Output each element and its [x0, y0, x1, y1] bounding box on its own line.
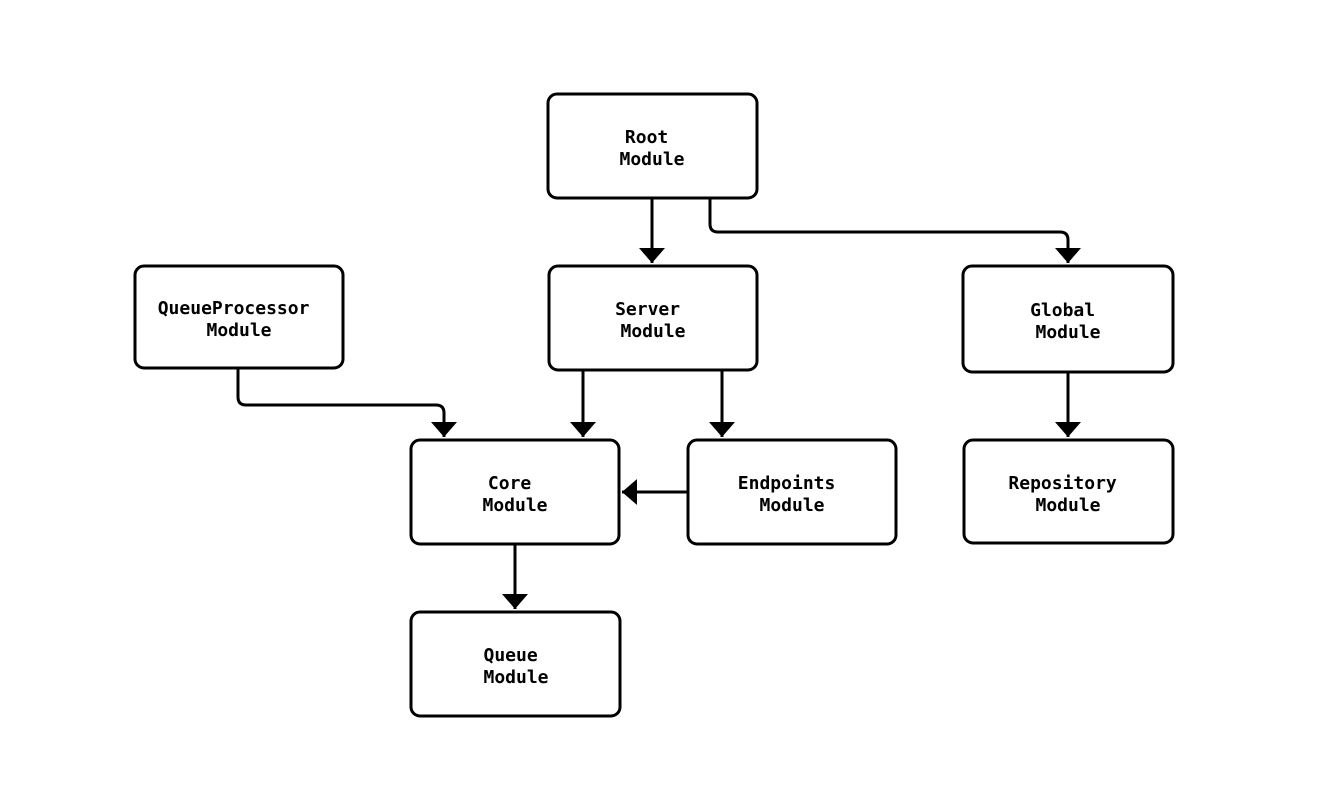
node-root-box [546, 92, 759, 200]
node-global-module: Global Module [961, 264, 1175, 374]
node-core-label: Core Module [482, 473, 547, 516]
node-server-module: Server Module [547, 264, 759, 372]
node-endpoints-label: Endpoints Module [738, 473, 846, 516]
node-core-module: Core Module [409, 438, 621, 546]
node-repository-label: Repository Module [1008, 473, 1127, 516]
node-core-box [409, 438, 621, 546]
node-global-label: Global Module [1030, 300, 1106, 343]
node-queue-module: Queue Module [409, 610, 622, 718]
node-root-module: Root Module [546, 92, 759, 200]
node-queueprocessor-box [133, 264, 345, 370]
edge-root-to-global [708, 198, 1081, 263]
node-server-box [547, 264, 759, 372]
node-repository-module: Repository Module [962, 438, 1175, 545]
edge-queueprocessor-to-core [236, 368, 457, 437]
node-repository-box [962, 438, 1175, 545]
node-root-label: Root Module [619, 127, 684, 170]
node-queueprocessor-label: QueueProcessor Module [158, 298, 321, 341]
node-queue-box [409, 610, 622, 718]
node-global-box [961, 264, 1175, 374]
node-server-label: Server Module [615, 299, 691, 342]
node-queueprocessor-module: QueueProcessor Module [133, 264, 345, 370]
node-queue-label: Queue Module [483, 645, 548, 688]
node-endpoints-module: Endpoints Module [686, 438, 898, 546]
node-endpoints-box [686, 438, 898, 546]
